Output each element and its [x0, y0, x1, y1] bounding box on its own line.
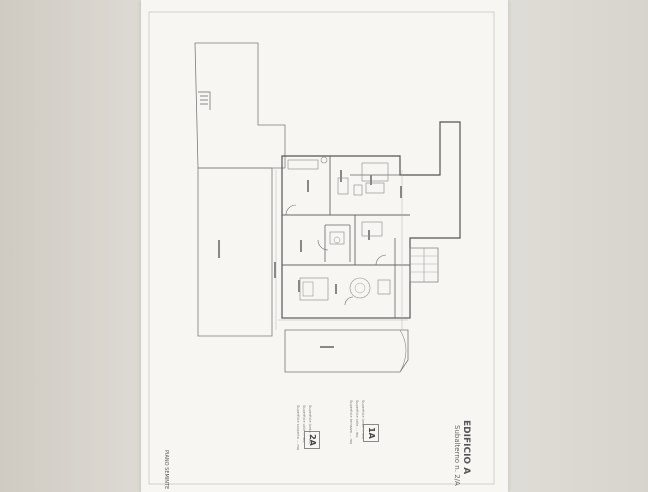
stair-symbol: [198, 91, 211, 110]
floor-plan-sheet: [141, 0, 508, 492]
unit-2a-note-1: Superficie lorda ... mq: [308, 405, 312, 444]
unit-1a-note-3: Superficie terrazzo ... mq: [349, 400, 353, 445]
terrace-area: [284, 329, 409, 373]
building-subtitle: Subalterno n. 2/A: [453, 425, 461, 486]
unit-1a-note-2: Superficie utile ... mq: [355, 400, 359, 438]
building-title: EDIFICIO A: [461, 420, 471, 475]
floor-label: PIANO SEMINTE: [163, 450, 169, 490]
garden-area-upper: [194, 42, 286, 169]
unit-2a-note-3: Superficie scoperto ... mq: [296, 405, 300, 451]
unit-code-2a: 2A: [304, 431, 320, 449]
sheet-frame: [148, 11, 495, 485]
garden-area-lower: [197, 167, 273, 337]
unit-1a-note-1: Superficie lorda ... mq: [361, 400, 365, 439]
unit-2a-note-2: Superficie utile ... mq: [302, 405, 306, 443]
apartment-outline: [281, 121, 461, 319]
unit-code-1a: 1A: [363, 424, 379, 442]
